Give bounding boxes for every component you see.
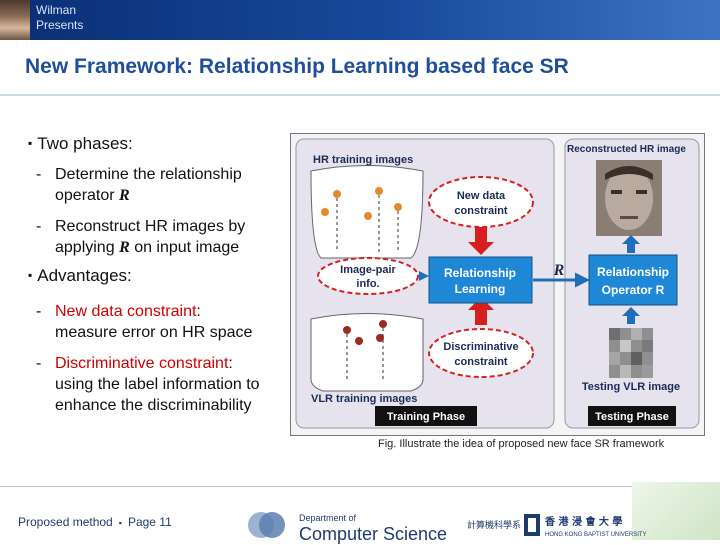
advantage-1-item: - New data constraint: measure error on … xyxy=(36,301,286,343)
advantage-2-term: Discriminative constraint xyxy=(55,355,229,372)
dept-small: Department of xyxy=(299,513,357,523)
relationship-operator-box xyxy=(588,254,678,306)
phases-heading: Two phases: xyxy=(37,134,133,153)
bullet-advantages: ▪ Advantages: xyxy=(28,266,132,286)
operator-symbol: R xyxy=(119,239,130,256)
presenter-word: Presents xyxy=(36,18,84,32)
training-phase-tag xyxy=(375,406,477,426)
vlr-training-set xyxy=(310,313,424,392)
input-to-operator-arrow xyxy=(622,307,640,324)
up-arrow-icon xyxy=(468,297,494,325)
testing-phase-tag xyxy=(588,406,676,426)
hr-training-label: HR training images xyxy=(313,154,413,166)
vlr-training-label: VLR training images xyxy=(311,393,417,405)
reconstructed-face-image xyxy=(596,160,662,236)
advantage-2-rest: using the label information to enhance t… xyxy=(55,376,260,414)
university-crest-icon xyxy=(524,514,540,536)
phase-2-line2a: applying xyxy=(55,239,115,256)
presenter-photo xyxy=(0,0,30,40)
relationship-learning-box xyxy=(428,256,533,304)
r-symbol: R xyxy=(553,262,565,279)
bullet-marker-icon: ▪ xyxy=(28,136,33,150)
footer-proposed-method: Proposed method xyxy=(18,515,113,529)
title-divider xyxy=(0,94,720,96)
vlr-sample-points xyxy=(343,320,387,380)
rel-operator-line2: Operator R xyxy=(602,283,665,297)
phase-2-line2b: on input image xyxy=(134,239,240,256)
new-data-constraint xyxy=(428,176,534,228)
slide-title: New Framework: Relationship Learning bas… xyxy=(25,55,569,78)
presenter-name: Wilman xyxy=(36,3,77,17)
phase-1-line1: Determine the relationship xyxy=(55,166,242,183)
testing-vlr-image xyxy=(609,328,653,378)
bullet-marker-icon: ▪ xyxy=(28,268,33,282)
rel-learning-line1: Relationship xyxy=(444,266,516,280)
testing-phase-label: Testing Phase xyxy=(595,411,669,423)
phase-2-item: - Reconstruct HR images by applying R on… xyxy=(36,216,286,258)
phase-2-text: Reconstruct HR images by applying R on i… xyxy=(36,216,286,258)
image-pair-line1: Image-pair xyxy=(340,264,396,276)
dash: - xyxy=(36,355,42,372)
footer-page-number: Page 11 xyxy=(127,515,172,529)
rel-operator-line1: Relationship xyxy=(597,265,669,279)
framework-figure: HR training images VLR training images I… xyxy=(290,133,705,436)
phase-2-line1: Reconstruct HR images by xyxy=(55,218,246,235)
department-logo-icon xyxy=(248,512,285,538)
header-bar xyxy=(0,0,720,40)
hr-sample-points xyxy=(321,187,402,252)
corner-decoration xyxy=(632,482,720,540)
footer-divider xyxy=(0,486,720,487)
univ-english: HONG KONG BAPTIST UNIVERSITY xyxy=(545,532,647,538)
figure-caption: Fig. Illustrate the idea of proposed new… xyxy=(378,438,665,450)
discrim-line1: Discriminative xyxy=(443,341,518,353)
advantage-1-term: New data constraint xyxy=(55,303,197,320)
rel-learning-line2: Learning xyxy=(455,282,506,296)
phase-1-item: - Determine the relationship operator R xyxy=(36,164,286,206)
discriminative-constraint xyxy=(428,328,534,378)
phase-1-text: Determine the relationship operator R xyxy=(36,164,286,206)
advantage-2-item: - Discriminative constraint: using the l… xyxy=(36,353,286,416)
footer-separator-icon: ▪ xyxy=(118,518,122,528)
dash: - xyxy=(36,166,42,183)
reconstructed-label: Reconstructed HR image xyxy=(567,144,686,155)
framework-diagram: HR training images VLR training images I… xyxy=(295,138,700,429)
down-arrow-icon xyxy=(468,227,494,255)
discrim-line2: constraint xyxy=(454,356,508,368)
operator-to-output-arrow xyxy=(622,235,640,253)
footer-logos: Department of Computer Science 計算機科學系 香 … xyxy=(248,512,647,544)
training-phase-label: Training Phase xyxy=(387,411,465,423)
dash: - xyxy=(36,218,42,235)
chinese-dept: 計算機科學系 xyxy=(467,519,521,531)
hr-training-set xyxy=(310,165,424,259)
bullet-phases: ▪ Two phases: xyxy=(28,134,133,154)
new-constraint-line2: constraint xyxy=(454,205,508,217)
dept-big: Computer Science xyxy=(299,524,447,544)
dash: - xyxy=(36,303,42,320)
univ-chinese: 香 港 浸 會 大 學 xyxy=(545,515,622,528)
colon: : xyxy=(228,355,233,372)
advantage-1-text: New data constraint: measure error on HR… xyxy=(36,301,286,343)
testing-vlr-label: Testing VLR image xyxy=(582,381,680,393)
footer-left: Proposed method ▪ Page 11 xyxy=(18,515,172,529)
presenter-text: Wilman Presents xyxy=(36,3,83,33)
new-constraint-line1: New data xyxy=(457,190,506,202)
advantage-1-rest: measure error on HR space xyxy=(55,324,253,341)
advantage-2-text: Discriminative constraint: using the lab… xyxy=(36,353,286,416)
colon: : xyxy=(196,303,201,320)
operator-symbol: R xyxy=(119,187,130,204)
phase-1-line2: operator xyxy=(55,187,115,204)
image-pair-line2: info. xyxy=(356,278,379,290)
advantages-heading: Advantages: xyxy=(37,266,132,285)
